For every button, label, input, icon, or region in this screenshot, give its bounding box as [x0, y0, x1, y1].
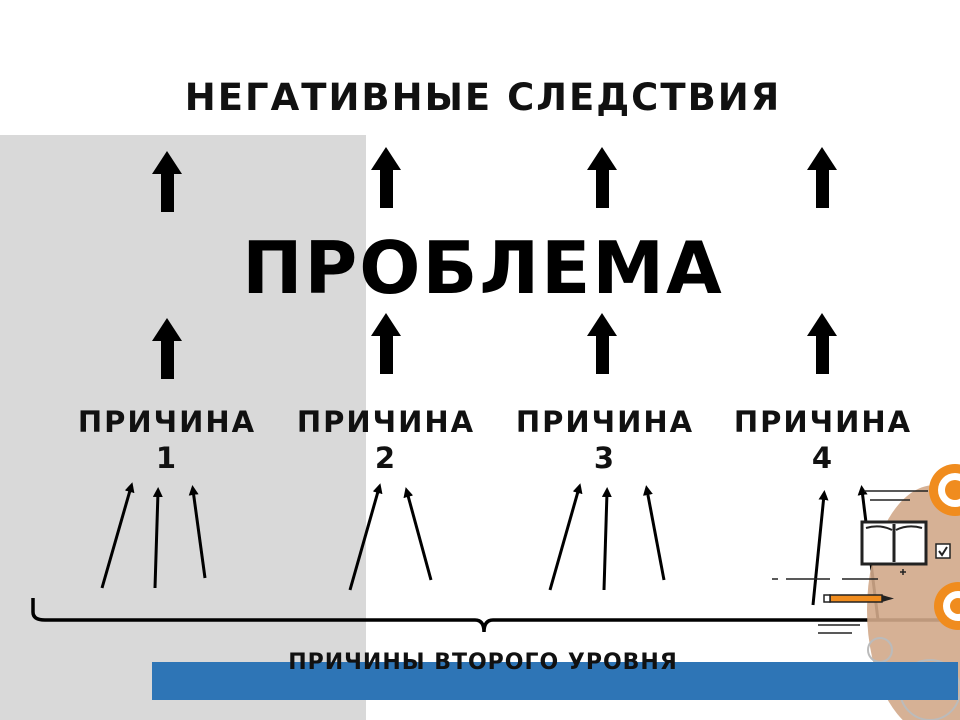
second-level-arrows: [100, 482, 880, 621]
cause-label: ПРИЧИНА: [77, 405, 257, 439]
consequences-heading: НЕГАТИВНЫЕ СЛЕДСТВИЯ: [184, 76, 782, 119]
cause-number: 1: [155, 441, 179, 476]
check-icon: [935, 543, 951, 559]
up-arrow-icon: [371, 147, 401, 208]
cause-3: ПРИЧИНА 3: [505, 404, 705, 477]
up-arrow-icon: [587, 313, 617, 374]
up-arrow-icon: [807, 147, 837, 208]
cause-label: ПРИЧИНА: [296, 405, 476, 439]
up-arrow-icon: [152, 318, 182, 379]
cause-number: 2: [374, 441, 398, 476]
up-arrow-icon: [371, 313, 401, 374]
up-arrow-icon: [152, 151, 182, 212]
curly-brace: [31, 598, 960, 633]
decorative-illustration: [772, 464, 960, 720]
decorative-lines: [772, 490, 928, 634]
book-icon: [860, 520, 928, 566]
cause-4: ПРИЧИНА 4: [723, 404, 923, 477]
cause-1: ПРИЧИНА 1: [67, 404, 267, 477]
second-level-causes-label: ПРИЧИНЫ ВТОРОГО УРОВНЯ: [288, 650, 678, 675]
upper-arrows: [152, 147, 837, 212]
lower-arrows: [152, 313, 837, 379]
up-arrow-icon: [807, 313, 837, 374]
problem-title: ПРОБЛЕМА: [242, 226, 724, 310]
cause-number: 3: [593, 441, 617, 476]
pencil-icon: [823, 594, 894, 603]
up-arrow-icon: [587, 147, 617, 208]
cause-label: ПРИЧИНА: [515, 405, 695, 439]
cause-number: 4: [811, 441, 835, 476]
cause-2: ПРИЧИНА 2: [286, 404, 486, 477]
gray-background-panel: [0, 135, 366, 720]
gear-icon: [934, 582, 960, 630]
bottom-blue-bar: [152, 662, 958, 700]
cause-label: ПРИЧИНА: [733, 405, 913, 439]
gear-icon: [929, 464, 960, 516]
